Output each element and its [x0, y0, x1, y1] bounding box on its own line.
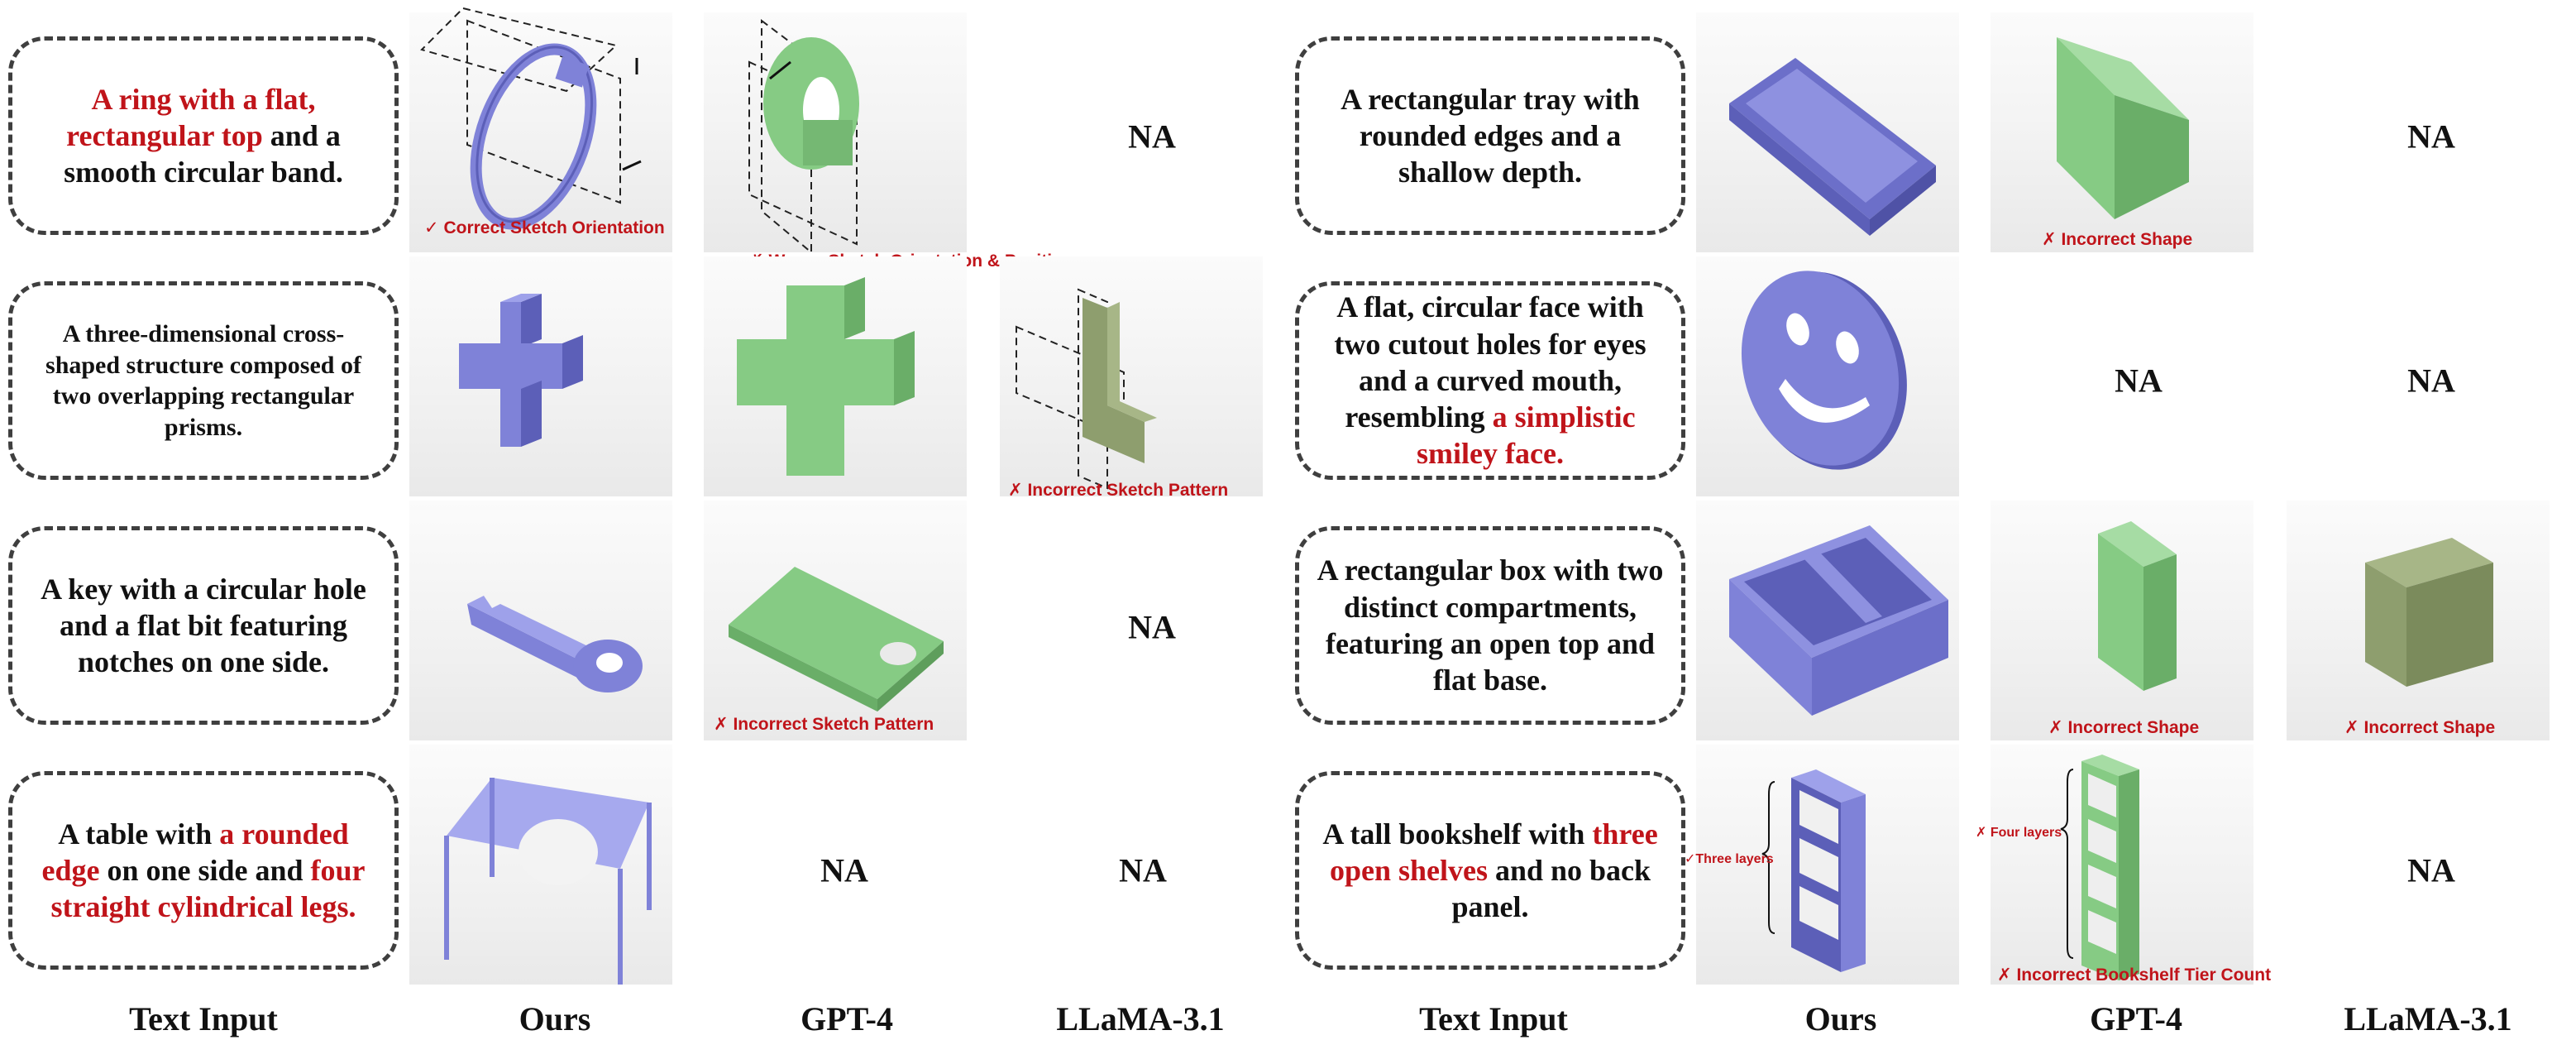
- prompt-table-part1: A table with: [58, 817, 220, 851]
- ours-table-cell: [409, 745, 672, 985]
- ours-ring-annotation: ✓ Correct Sketch Orientation: [424, 218, 665, 238]
- prompt-bookshelf-highlight: three open shelves: [1329, 817, 1658, 887]
- prompt-box-text: A rectangular box with two distinct comp…: [1317, 553, 1664, 697]
- prompt-table-highlight1: a rounded edge: [41, 817, 349, 887]
- prompt-table-part2: on one side and: [99, 853, 311, 887]
- gpt4-ring-cell: ✗ Wrong Sketch Orientation & Position: [704, 12, 1073, 271]
- prompt-ring: A ring with a flat, rectangular top and …: [8, 36, 399, 235]
- prompt-smiley-text: A flat, circular face with two cutout ho…: [1334, 290, 1646, 434]
- prompt-key: A key with a circular hole and a flat bi…: [8, 526, 399, 725]
- prompt-table: A table with a rounded edge on one side …: [8, 771, 399, 970]
- header-text-input-right: Text Input: [1419, 1000, 1568, 1037]
- prompt-smiley-highlight: a simplistic smiley face.: [1417, 400, 1636, 471]
- gpt4-tray-cell: ✗ Incorrect Shape: [1991, 12, 2253, 252]
- ours-ring-cell: ✓ Correct Sketch Orientation: [409, 7, 672, 252]
- cross-mark-icon: ✗: [2048, 718, 2063, 737]
- prompt-ring-highlight: A ring with a flat, rectangular top: [66, 82, 316, 152]
- llama-tray-na: NA: [2407, 117, 2455, 156]
- prompt-cross: A three-dimensional cross-shaped structu…: [8, 281, 399, 480]
- prompt-tray: A rectangular tray with rounded edges an…: [1295, 36, 1685, 235]
- llama-cross-annotation: ✗ Incorrect Sketch Pattern: [1008, 480, 1228, 501]
- prompt-smiley: A flat, circular face with two cutout ho…: [1295, 281, 1685, 480]
- ours-shelf-annotation: ✓Three layers: [1685, 851, 1774, 867]
- annotation-text: Incorrect Shape: [2061, 230, 2193, 249]
- gpt4-box-cell: ✗ Incorrect Shape: [1991, 501, 2253, 740]
- gpt4-smiley-na: NA: [2115, 362, 2163, 400]
- prompt-table-highlight2: four straight cylindrical legs.: [50, 853, 366, 924]
- llama-bookshelf-na: NA: [2407, 851, 2455, 889]
- header-llama-left: LLaMA-3.1: [1056, 1000, 1225, 1037]
- header-gpt4-left: GPT-4: [801, 1000, 893, 1037]
- ours-cross-model: [459, 294, 583, 447]
- ours-tray-cell: [1696, 12, 1959, 252]
- prompt-ring-rest: and a smooth circular band.: [64, 118, 343, 189]
- cross-mark-icon: ✗: [1976, 826, 1987, 840]
- cross-mark-icon: ✗: [2042, 230, 2057, 249]
- prompt-tray-text: A rectangular tray with rounded edges an…: [1341, 82, 1640, 189]
- gpt4-cross-model: [737, 277, 915, 476]
- ours-cross-cell: [409, 256, 672, 496]
- prompt-key-text: A key with a circular hole and a flat bi…: [41, 572, 366, 679]
- llama-cross-cell: ✗ Incorrect Sketch Pattern: [1000, 256, 1263, 500]
- annotation-text: Incorrect Shape: [2363, 718, 2496, 737]
- annotation-text: Four layers: [1990, 826, 2062, 840]
- annotation-text: Incorrect Bookshelf Tier Count: [2016, 966, 2272, 985]
- gpt4-bookshelf-cell: ✗ Four layers ✗ Incorrect Bookshelf Tier…: [1976, 745, 2271, 985]
- gpt4-ring-model: [748, 19, 859, 255]
- cross-mark-icon: ✗: [714, 715, 729, 734]
- ours-bookshelf-cell: ✓Three layers: [1685, 745, 1959, 985]
- gpt4-box-annotation: ✗ Incorrect Shape: [2048, 717, 2199, 738]
- ours-key-model: [467, 596, 643, 692]
- header-text-input-left: Text Input: [129, 1000, 278, 1037]
- gpt4-tray-model: [2057, 37, 2189, 219]
- gpt4-key-cell: ✗ Incorrect Sketch Pattern: [704, 501, 967, 740]
- prompt-cross-text: A three-dimensional cross-shaped structu…: [45, 320, 361, 441]
- annotation-text: Incorrect Shape: [2067, 718, 2200, 737]
- header-llama-right: LLaMA-3.1: [2344, 1000, 2512, 1037]
- llama-cross-model: [1016, 288, 1157, 490]
- ours-ring-model: [420, 7, 642, 230]
- llama-smiley-na: NA: [2407, 362, 2455, 400]
- prompt-bookshelf-part1: A tall bookshelf with: [1322, 817, 1593, 851]
- llama-key-na: NA: [1128, 608, 1176, 646]
- header-gpt4-right: GPT-4: [2090, 1000, 2182, 1037]
- check-mark-icon: ✓: [1685, 852, 1696, 866]
- gpt4-shelf-layers-annotation: ✗ Four layers: [1976, 824, 2062, 841]
- annotation-text: Three layers: [1695, 852, 1774, 866]
- ours-box-cell: [1696, 501, 1959, 740]
- gpt4-cross-cell: [704, 256, 967, 496]
- gpt4-key-annotation: ✗ Incorrect Sketch Pattern: [714, 714, 934, 735]
- llama-ring-na: NA: [1128, 117, 1176, 156]
- check-mark-icon: ✓: [424, 218, 439, 237]
- cross-mark-icon: ✗: [1008, 481, 1023, 500]
- annotation-text: Correct Sketch Orientation: [443, 218, 665, 237]
- ours-table-model: [444, 778, 652, 985]
- prompt-box: A rectangular box with two distinct comp…: [1295, 526, 1685, 725]
- gpt4-tray-annotation: ✗ Incorrect Shape: [2042, 229, 2192, 250]
- ours-bookshelf-model: [1761, 769, 1866, 972]
- ours-key-cell: [409, 501, 672, 740]
- llama-box-annotation: ✗ Incorrect Shape: [2344, 717, 2495, 738]
- gpt4-bookshelf-model: [2060, 755, 2139, 980]
- annotation-text: Incorrect Sketch Pattern: [1027, 481, 1229, 500]
- gpt4-table-na: NA: [820, 851, 868, 889]
- llama-box-cell: ✗ Incorrect Shape: [2287, 501, 2550, 740]
- gpt4-shelf-annotation: ✗ Incorrect Bookshelf Tier Count: [1997, 965, 2271, 985]
- cross-mark-icon: ✗: [2344, 718, 2359, 737]
- ours-box-model: [1729, 525, 1948, 716]
- ours-smiley-cell: [1696, 256, 1959, 496]
- gpt4-key-model: [729, 567, 944, 712]
- header-ours-left: Ours: [519, 1000, 591, 1037]
- ours-smiley-model: [1741, 271, 1907, 470]
- header-ours-right: Ours: [1804, 1000, 1877, 1037]
- prompt-bookshelf-part2: and no back panel.: [1451, 853, 1651, 924]
- cross-mark-icon: ✗: [1997, 966, 2012, 985]
- llama-box-model: [2365, 538, 2493, 687]
- ours-tray-model: [1729, 58, 1936, 236]
- gpt4-box-model: [2098, 521, 2177, 691]
- llama-table-na: NA: [1119, 851, 1167, 889]
- prompt-bookshelf: A tall bookshelf with three open shelves…: [1295, 771, 1685, 970]
- annotation-text: Incorrect Sketch Pattern: [733, 715, 934, 734]
